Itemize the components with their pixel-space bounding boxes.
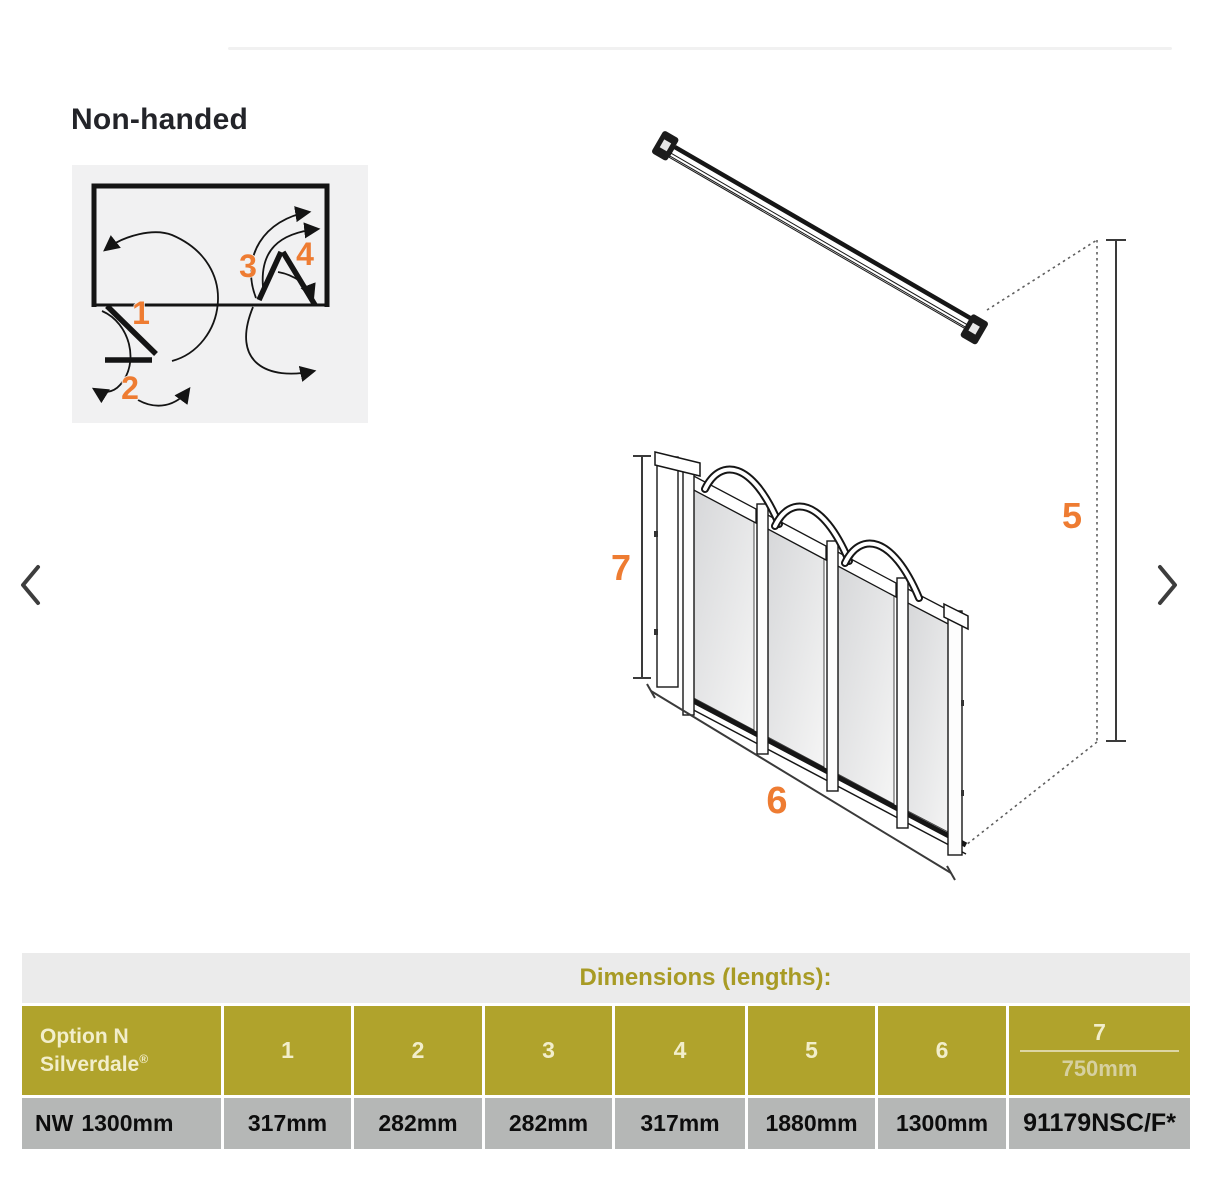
door-swing-arcs — [91, 206, 321, 407]
door-leaf-4 — [280, 250, 318, 307]
data-cell-code: 91179NSC/F* — [1009, 1098, 1190, 1149]
carousel-next-button[interactable] — [1148, 560, 1184, 610]
swing-label-3: 3 — [239, 248, 257, 284]
door-swing-diagram: 1 2 3 4 — [72, 165, 368, 423]
data-cell-1: 317mm — [224, 1098, 351, 1149]
glass-panel-4 — [905, 601, 953, 835]
door-leaves — [105, 250, 318, 363]
glass-panel-3 — [835, 564, 895, 805]
header-7-top: 7 — [1093, 1019, 1106, 1045]
data-cell-2: 282mm — [354, 1098, 482, 1149]
door-swing-diagram-svg: 1 2 3 4 — [91, 183, 330, 407]
glass-panel-2 — [765, 527, 825, 768]
header-7-divider — [1019, 1050, 1180, 1052]
swing-label-1: 1 — [132, 295, 150, 331]
dimension-line-5 — [1106, 239, 1126, 742]
top-support-rail — [652, 131, 988, 345]
header-cell-4: 4 — [615, 1006, 745, 1095]
table-title: Dimensions (lengths): — [579, 964, 832, 991]
model-prefix: NW — [35, 1110, 74, 1136]
room-outline — [91, 183, 330, 307]
isometric-drawing: 5 7 — [600, 118, 1214, 900]
glass-panel-1 — [691, 488, 755, 731]
header-cell-option: Option N Silverdale® — [22, 1006, 221, 1095]
chevron-left-icon — [21, 565, 40, 605]
table-header-row: Option N Silverdale® 1 2 3 4 5 6 7 750mm — [22, 1006, 1190, 1095]
dimension-label-5: 5 — [1062, 495, 1082, 536]
isometric-drawing-svg: 5 7 — [611, 131, 1126, 881]
chevron-right-icon — [1158, 565, 1177, 605]
page-title: Non-handed — [71, 103, 248, 136]
option-line1: Option N — [40, 1025, 129, 1049]
rail-wall-bracket-right — [960, 314, 988, 345]
carousel-prev-button[interactable] — [14, 560, 50, 610]
door-leaf-3 — [256, 250, 284, 302]
table-data-row: NW 1300mm 317mm 282mm 282mm 317mm 1880mm… — [22, 1098, 1190, 1149]
mullion-posts — [682, 464, 963, 856]
folding-screen — [654, 451, 969, 856]
dimension-line-6 — [646, 683, 956, 881]
header-cell-2: 2 — [354, 1006, 482, 1095]
data-cell-5: 1880mm — [748, 1098, 875, 1149]
header-cell-3: 3 — [485, 1006, 612, 1095]
handle-2 — [771, 502, 853, 565]
option-line2: Silverdale® — [40, 1051, 149, 1076]
data-cell-model: NW 1300mm — [22, 1098, 221, 1149]
handle-1 — [701, 465, 783, 528]
dimension-label-7: 7 — [611, 547, 631, 588]
wall-post — [656, 456, 679, 688]
dimension-line-7 — [633, 455, 651, 679]
header-cell-5: 5 — [748, 1006, 875, 1095]
door-leaf-1 — [105, 304, 158, 356]
glass-panels — [691, 488, 953, 835]
header-cell-7: 7 750mm — [1009, 1006, 1190, 1095]
bottom-track — [684, 694, 968, 855]
data-cell-6: 1300mm — [878, 1098, 1006, 1149]
top-divider — [228, 47, 1172, 50]
data-cell-3: 282mm — [485, 1098, 612, 1149]
swing-label-2: 2 — [121, 370, 139, 406]
wall-post-cap — [654, 451, 701, 477]
swing-label-4: 4 — [296, 236, 314, 272]
table-title-row: Dimensions (lengths): — [22, 953, 1190, 1003]
fold-handles — [701, 465, 923, 602]
handle-3 — [841, 539, 923, 602]
rail-wall-bracket-left — [652, 131, 679, 161]
end-post-cap — [943, 602, 969, 631]
model-size: 1300mm — [81, 1110, 174, 1136]
data-cell-4: 317mm — [615, 1098, 745, 1149]
registered-mark: ® — [139, 1051, 149, 1066]
wall-reference-dashed-lines — [965, 239, 1098, 846]
header-cell-6: 6 — [878, 1006, 1006, 1095]
header-cell-1: 1 — [224, 1006, 351, 1095]
header-7-sub: 750mm — [1061, 1056, 1138, 1081]
dimension-label-6: 6 — [766, 780, 787, 822]
